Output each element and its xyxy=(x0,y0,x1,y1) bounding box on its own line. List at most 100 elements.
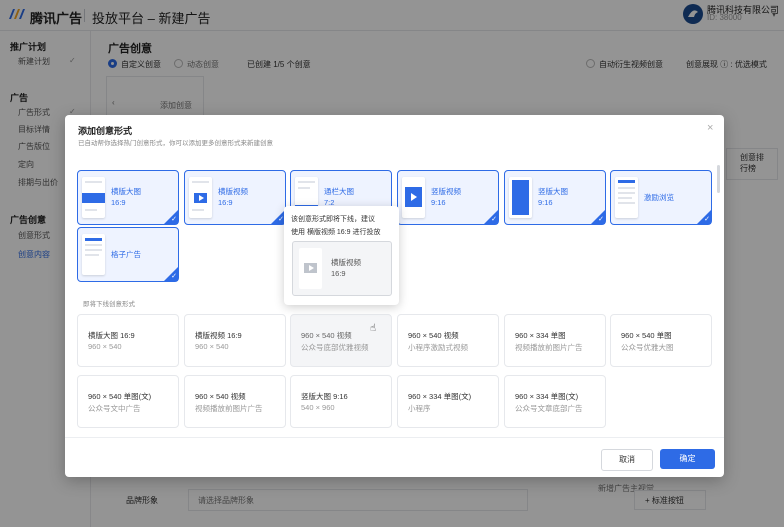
format-name: 横版大图 xyxy=(111,187,141,196)
offline-format-name: 960 × 334 单图 xyxy=(515,331,566,340)
incentive-browse-icon xyxy=(615,177,638,218)
offline-format-desc: 540 × 960 xyxy=(301,403,335,412)
offline-format-card[interactable]: 960 × 334 单图 视频播放前图片广告 xyxy=(504,314,606,367)
sidebar-item-placement[interactable]: 广告版位 xyxy=(18,142,50,151)
radio-custom[interactable] xyxy=(108,59,117,68)
format-size: 9:16 xyxy=(431,198,446,207)
ranking-label: 创意排行榜 xyxy=(740,153,764,173)
deprecation-tooltip: 该创意形式即将下线，建议 使用 横版视频 16:9 进行投放 横版视频 16:9 xyxy=(284,206,399,305)
offline-format-desc: 960 × 540 xyxy=(88,342,122,351)
add-format-modal: 添加创意形式 已自动帮你选择热门创意形式，你可以添加更多创意形式来新建创意 × … xyxy=(65,115,724,477)
standard-button-label: + 标准按钮 xyxy=(645,496,684,505)
sidebar-item-creative-content[interactable]: 创意内容 xyxy=(18,250,50,259)
display-mode[interactable]: 创意展现 ⓘ : 优选模式 xyxy=(686,60,767,69)
landscape-video-icon xyxy=(299,248,322,289)
auto-derive-label: 自动衍生视频创意 xyxy=(599,60,663,69)
offline-format-desc: 视频播放前图片广告 xyxy=(195,404,263,413)
brand-name: 腾讯广告 xyxy=(30,11,83,26)
landscape-video-icon xyxy=(189,177,212,218)
modal-subtitle: 已自动帮你选择热门创意形式，你可以添加更多创意形式来新建创意 xyxy=(78,140,273,147)
standard-button[interactable] xyxy=(634,490,706,510)
offline-format-name: 960 × 540 单图(文) xyxy=(88,392,152,401)
format-card-portrait-video[interactable]: 竖版视频 9:16 ✓ xyxy=(397,170,499,225)
format-name: 格子广告 xyxy=(111,250,141,259)
account-avatar[interactable] xyxy=(683,4,703,24)
tooltip-line-2: 使用 横版视频 16:9 进行投放 xyxy=(291,229,381,236)
offline-format-card[interactable]: 横版视频 16:9 960 × 540 xyxy=(184,314,286,367)
check-icon: ✓ xyxy=(704,216,710,223)
add-creative-label: 添加创意 xyxy=(160,101,192,110)
check-icon: ✓ xyxy=(491,216,497,223)
offline-format-name: 960 × 540 视频 xyxy=(195,392,246,401)
sidebar-group-ad: 广告 xyxy=(10,93,29,103)
format-name: 竖版大图 xyxy=(538,187,568,196)
company-name[interactable]: 腾讯科技有限公司 xyxy=(707,5,780,15)
selected-corner xyxy=(697,210,711,224)
breadcrumb: 投放平台 – 新建广告 xyxy=(92,11,211,26)
offline-format-name: 横版视频 16:9 xyxy=(195,331,242,340)
offline-format-desc: 960 × 540 xyxy=(195,342,229,351)
confirm-button[interactable]: 确定 xyxy=(660,449,715,469)
coming-soon-title: 即将下线创意形式 xyxy=(83,301,135,308)
cancel-button[interactable]: 取消 xyxy=(601,449,653,471)
portrait-image-icon xyxy=(509,177,532,218)
brand-label: 品牌形象 xyxy=(126,496,158,505)
auto-derive-checkbox[interactable] xyxy=(586,59,595,68)
offline-format-card[interactable]: 960 × 540 单图(文) 公众号文中广告 xyxy=(77,375,179,428)
sidebar-item-ad-format[interactable]: 广告形式 xyxy=(18,108,50,117)
format-card-incentive-browse[interactable]: 激励浏览 ✓ xyxy=(610,170,712,225)
tooltip-format-size: 16:9 xyxy=(331,269,346,278)
format-name: 激励浏览 xyxy=(644,193,674,202)
format-card-grid-ad[interactable]: 格子广告 ✓ xyxy=(77,227,179,282)
format-size: 9:16 xyxy=(538,198,553,207)
format-name: 通栏大图 xyxy=(324,187,354,196)
sidebar-item-target-detail[interactable]: 目标详情 xyxy=(18,125,50,134)
offline-format-name: 960 × 540 单图 xyxy=(621,331,672,340)
offline-format-card[interactable]: 960 × 334 单图(文) 小程序 xyxy=(397,375,499,428)
selected-corner xyxy=(271,210,285,224)
offline-format-name: 960 × 334 单图(文) xyxy=(408,392,472,401)
selected-corner xyxy=(164,267,178,281)
offline-format-desc: 公众号优雅大图 xyxy=(621,343,674,352)
offline-format-desc: 视频播放前图片广告 xyxy=(515,343,583,352)
format-card-landscape-image[interactable]: 横版大图 16:9 ✓ xyxy=(77,170,179,225)
format-size: 7:2 xyxy=(324,198,335,207)
format-size: 16:9 xyxy=(218,198,233,207)
offline-format-desc: 公众号文中广告 xyxy=(88,404,141,413)
tooltip-format-name: 横版视频 xyxy=(331,258,361,267)
brand-placeholder: 请选择品牌形象 xyxy=(198,496,254,505)
portrait-video-icon xyxy=(402,177,425,218)
sidebar-item-schedule-bid[interactable]: 排期与出价 xyxy=(18,178,58,187)
scrollbar[interactable] xyxy=(717,165,720,193)
offline-format-card[interactable]: 960 × 540 视频 小程序激励式视频 xyxy=(397,314,499,367)
brand-select[interactable] xyxy=(188,489,528,511)
modal-title: 添加创意形式 xyxy=(78,126,133,136)
offline-format-card[interactable]: 横版大图 16:9 960 × 540 xyxy=(77,314,179,367)
offline-format-name: 960 × 540 视频 xyxy=(408,331,459,340)
selected-corner xyxy=(164,210,178,224)
ranking-panel[interactable] xyxy=(726,148,778,180)
offline-format-card[interactable]: 960 × 540 单图 公众号优雅大图 xyxy=(610,314,712,367)
chevron-left-icon[interactable]: ‹ xyxy=(112,98,115,107)
offline-format-card-hovered[interactable]: 960 × 540 视频 公众号底部优雅视频 xyxy=(290,314,392,367)
chevron-down-icon[interactable]: ▾ xyxy=(772,10,777,19)
radio-dynamic[interactable] xyxy=(174,59,183,68)
footer-divider xyxy=(65,437,724,438)
account-id: ID: 38000 xyxy=(707,13,742,22)
tooltip-line-1: 该创意形式即将下线，建议 xyxy=(291,216,375,223)
offline-format-card[interactable]: 竖版大图 9:16 540 × 960 xyxy=(290,375,392,428)
sidebar-item-new-plan[interactable]: 新建计划 xyxy=(18,57,50,66)
format-card-landscape-video[interactable]: 横版视频 16:9 ✓ xyxy=(184,170,286,225)
offline-format-card[interactable]: 960 × 334 单图(文) 公众号文章底部广告 xyxy=(504,375,606,428)
check-icon: ✓ xyxy=(69,56,76,65)
tooltip-format-card[interactable]: 横版视频 16:9 xyxy=(292,241,392,296)
check-icon: ✓ xyxy=(598,216,604,223)
sidebar-item-creative-format[interactable]: 创意形式 xyxy=(18,231,50,240)
format-card-portrait-image[interactable]: 竖版大图 9:16 ✓ xyxy=(504,170,606,225)
offline-format-name: 960 × 334 单图(文) xyxy=(515,392,579,401)
close-icon[interactable]: × xyxy=(707,122,714,134)
bottom-hint: 新增广告主视觉 xyxy=(598,484,654,493)
offline-format-desc: 小程序 xyxy=(408,404,431,413)
offline-format-card[interactable]: 960 × 540 视频 视频播放前图片广告 xyxy=(184,375,286,428)
sidebar-item-targeting[interactable]: 定向 xyxy=(18,160,34,169)
